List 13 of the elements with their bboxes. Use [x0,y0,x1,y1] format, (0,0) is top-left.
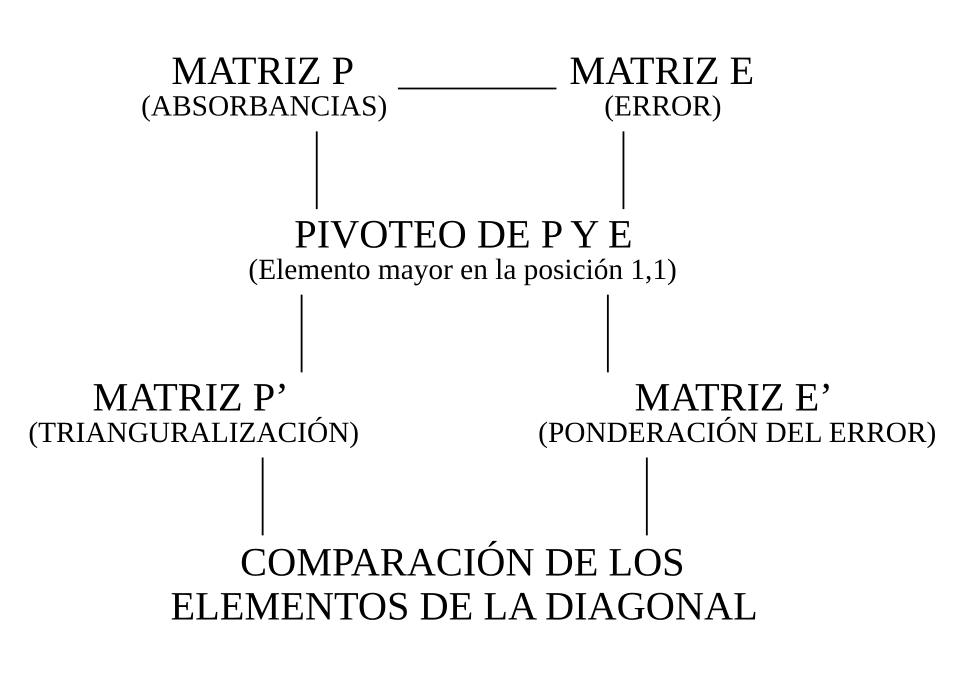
node-text: PIVOTEO DE P Y E (Elemento mayor en la posición 1,1) [248,210,677,286]
connector [316,130,318,209]
connector [398,87,556,89]
connector [606,294,609,372]
node-text: MATRIZ P (ABSORBANCIAS) [141,48,388,122]
connector [646,457,648,535]
connector [622,130,624,209]
connector [262,457,264,535]
node-text: MATRIZ E’ (PONDERACIÓN DEL ERROR) [538,374,936,449]
node-text: MATRIZ E (ERROR) [569,48,754,122]
connector [300,294,303,372]
node-text: MATRIZ P’ (TRIANGURALIZACIÓN) [28,374,360,449]
node-text: COMPARACIÓN DE LOS ELEMENTOS DE LA DIAGONAL [170,539,758,628]
